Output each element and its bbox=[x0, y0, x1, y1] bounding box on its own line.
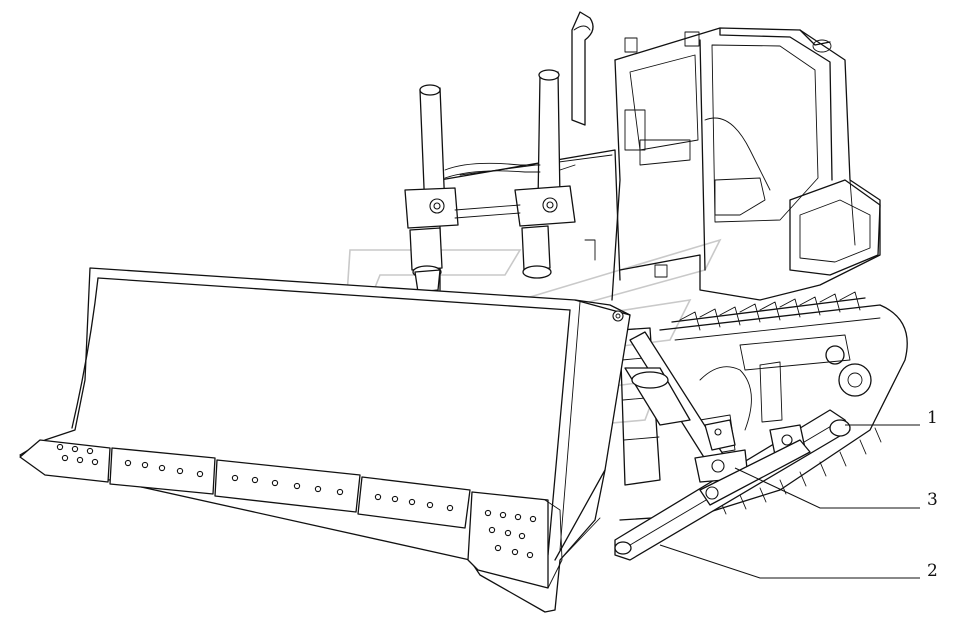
dozer-blade bbox=[19, 267, 631, 613]
cab bbox=[611, 27, 881, 301]
exhaust-stack bbox=[571, 11, 594, 126]
callout-1-label: 1 bbox=[927, 408, 938, 428]
lift-cylinder-right bbox=[514, 69, 576, 279]
cutting-edge-bolt-holes bbox=[56, 443, 537, 559]
hydraulic-lines bbox=[444, 162, 541, 219]
callout-2-label: 2 bbox=[927, 561, 938, 581]
lift-cylinder-left bbox=[404, 84, 459, 293]
track-shoes-top bbox=[674, 291, 881, 341]
callout-3-label: 3 bbox=[927, 490, 938, 510]
tilt-brace bbox=[624, 331, 811, 506]
callout-leaders bbox=[659, 424, 920, 579]
track-grousers-bottom bbox=[719, 427, 882, 515]
leader-2 bbox=[659, 544, 920, 579]
leader-3 bbox=[734, 467, 920, 509]
track-assembly bbox=[619, 291, 908, 521]
